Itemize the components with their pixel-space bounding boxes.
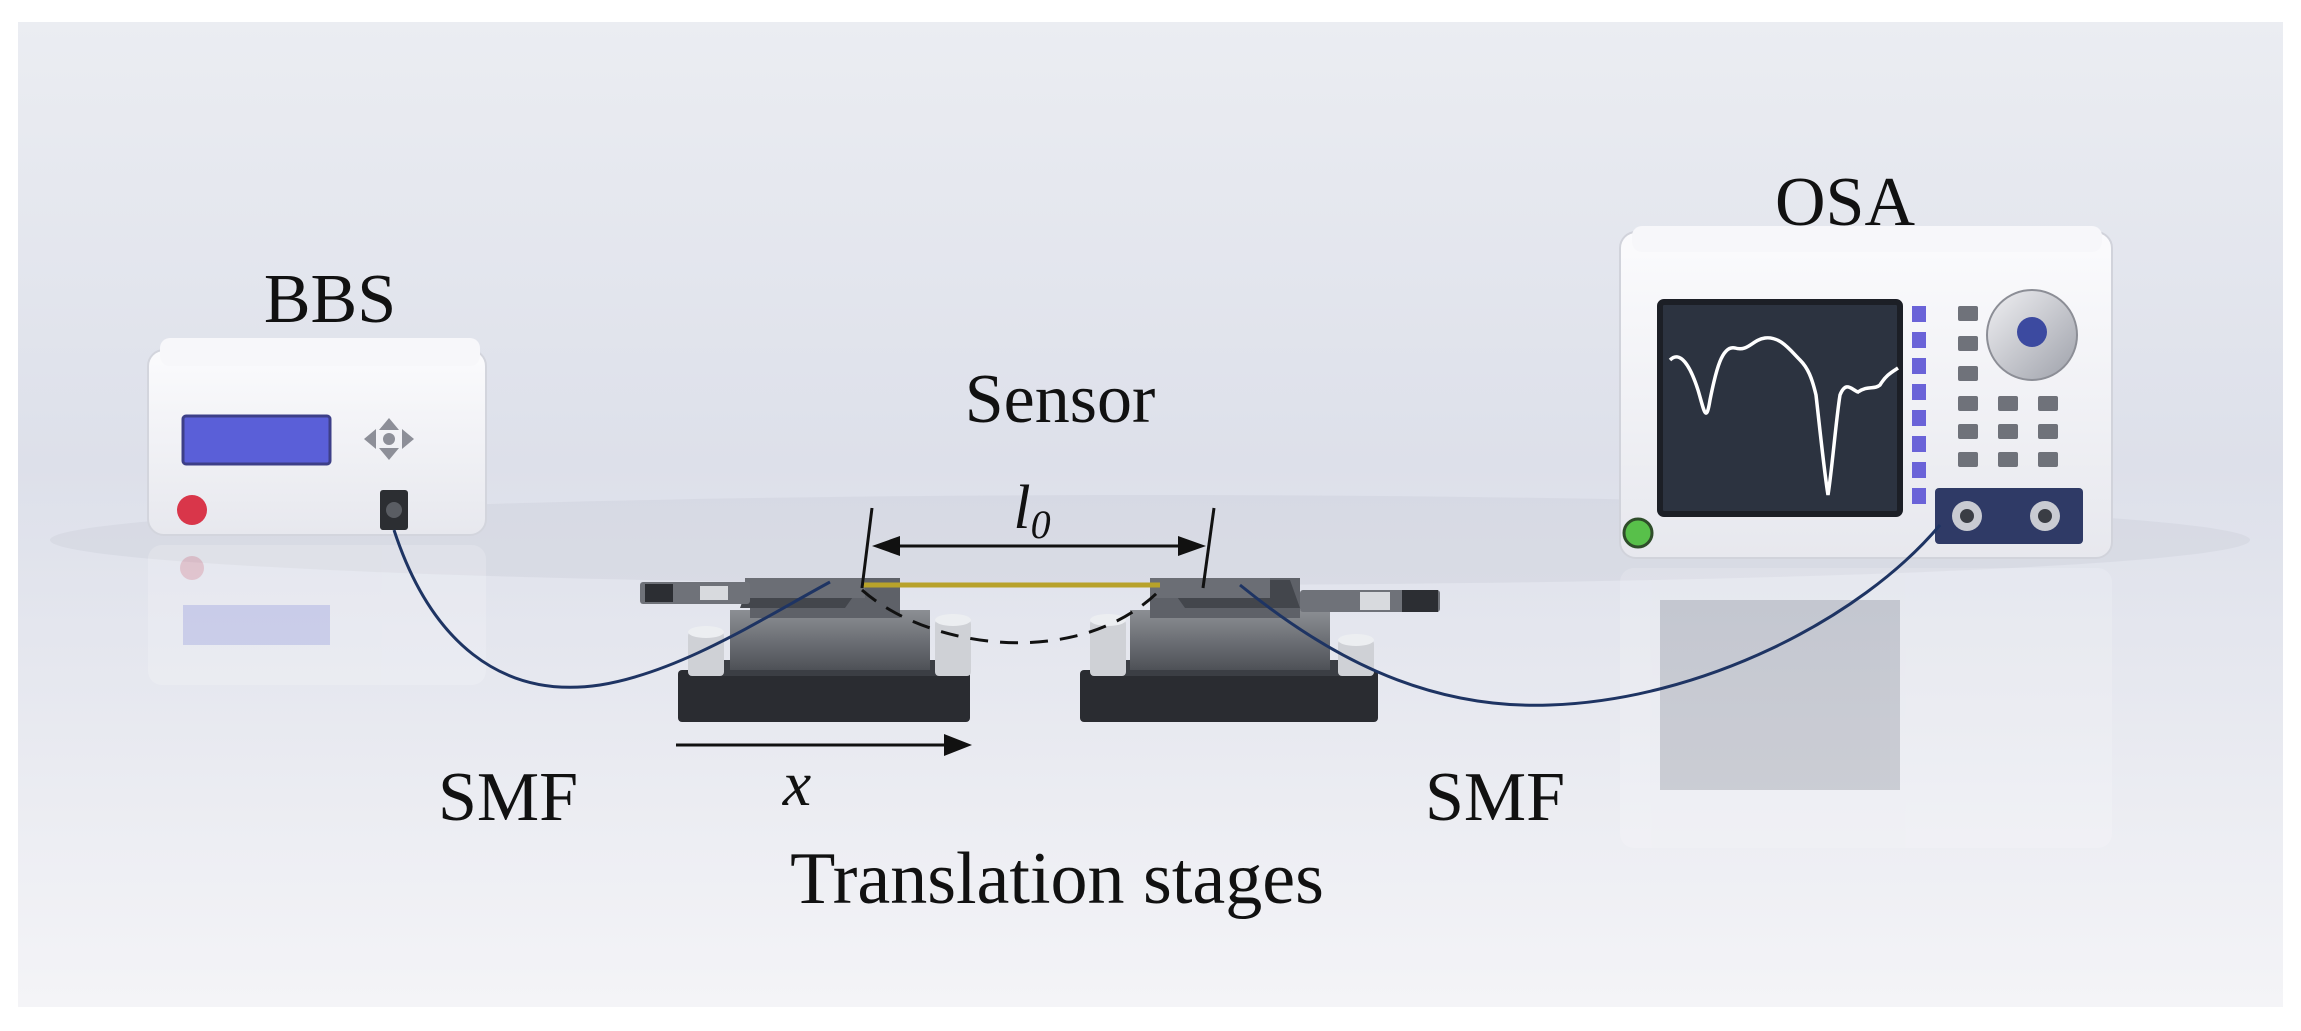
- osa-power-indicator: [1622, 517, 1654, 549]
- displacement-arrow: [676, 734, 972, 756]
- bbs-label: BBS: [264, 261, 396, 338]
- bbs-display: [181, 414, 332, 466]
- bbs-arrow-keys-icon: [364, 418, 414, 460]
- osa-label: OSA: [1775, 164, 1915, 241]
- bbs-device: [147, 338, 487, 685]
- right-stage-clamp: [1150, 578, 1270, 598]
- sensor-bent-dashed: [861, 588, 1162, 645]
- bbs-power-button: [177, 495, 207, 525]
- smf-right-label: SMF: [1425, 759, 1565, 836]
- length-symbol: l: [1013, 474, 1030, 542]
- osa-screen: [1657, 299, 1903, 517]
- osa-spectrum-trace: [1668, 336, 1899, 496]
- displacement-label: x: [782, 748, 811, 819]
- length-label: l0: [1013, 474, 1050, 547]
- smf-left-label: SMF: [438, 759, 578, 836]
- length-dimension: [860, 507, 1216, 589]
- left-stage-clamp: [745, 578, 865, 598]
- right-stage-post-1: [1090, 620, 1126, 676]
- sensor-label: Sensor: [965, 361, 1156, 438]
- left-stage-post-2: [935, 620, 971, 676]
- smf-fiber-right: [1239, 524, 1942, 707]
- osa-keypad: [1958, 306, 2058, 467]
- smf-fiber-left: [392, 529, 831, 689]
- right-translation-stage: [1080, 578, 1440, 722]
- osa-side-buttons: [1912, 306, 1926, 504]
- osa-device: [1619, 226, 2113, 848]
- length-subscript: 0: [1031, 502, 1051, 547]
- translation-stages-label: Translation stages: [790, 838, 1324, 920]
